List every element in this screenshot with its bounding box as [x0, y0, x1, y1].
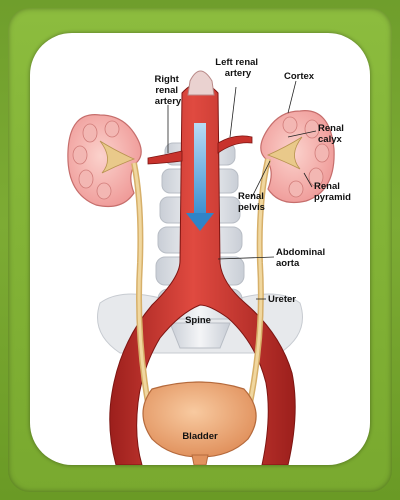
- renal-pelvis-label: Renal pelvis: [238, 191, 267, 213]
- bladder: [142, 381, 257, 465]
- right-renal-artery: [147, 150, 183, 165]
- ureter-label: Ureter: [268, 294, 296, 305]
- left-renal-artery-label: Left renal artery: [215, 57, 260, 79]
- leader-lines: [167, 80, 317, 300]
- diagram-card: Right renal artery Left renal artery Cor…: [30, 33, 370, 465]
- renal-calyx-label: Renal calyx: [318, 123, 347, 145]
- spine-label: Spine: [185, 315, 211, 326]
- cortex-label: Cortex: [284, 71, 315, 82]
- right-ureter-core: [132, 162, 150, 404]
- abdominal-aorta-label: Abdominal aorta: [276, 247, 328, 269]
- flow-arrow: [186, 123, 214, 231]
- left-kidney: [260, 110, 335, 204]
- bladder-label: Bladder: [182, 431, 218, 442]
- left-renal-artery: [217, 135, 253, 154]
- urinary-system-diagram: Right renal artery Left renal artery Cor…: [67, 57, 351, 465]
- renal-pyramid-label: Renal pyramid: [314, 181, 351, 203]
- right-kidney: [67, 114, 142, 208]
- left-ureter-core: [248, 158, 270, 404]
- right-renal-artery-label: Right renal artery: [155, 74, 182, 107]
